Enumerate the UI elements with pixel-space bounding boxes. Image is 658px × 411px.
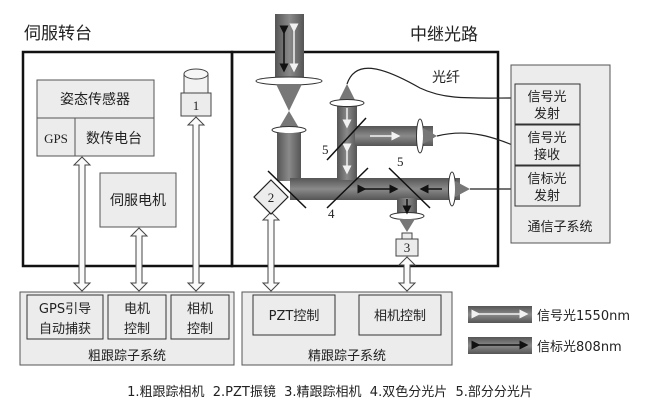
coarse-item-3-line1: 相机 [187, 302, 213, 317]
coarse-subsystem-title: 粗跟踪子系统 [88, 349, 166, 364]
comm-item-3-line1: 信标光 [527, 172, 566, 187]
legend: 信号光1550nm 信标光808nm [468, 306, 630, 355]
fine-item-1: PZT控制 [269, 309, 320, 324]
servo-turntable-title: 伺服转台 [24, 24, 92, 44]
pzt-link-arrow [261, 211, 281, 292]
relay-optics-frame [230, 50, 500, 268]
partial-splitter-lower [388, 167, 431, 209]
comm-item-3-line2: 发射 [534, 188, 560, 204]
optical-path: 2 5 4 5 光纤 3 [253, 14, 516, 257]
data-radio-label: 数传电台 [86, 131, 142, 147]
fine-subsystem-title: 精跟踪子系统 [308, 349, 386, 364]
dichroic-splitter [326, 167, 369, 209]
gps-link-arrow [72, 156, 92, 292]
fiber-tx [346, 67, 516, 99]
fine-item-2: 相机控制 [374, 309, 426, 324]
servo-motor-block: 伺服电机 [99, 172, 177, 228]
comm-subsystem-title: 通信子系统 [527, 220, 592, 235]
fine-tracking-subsystem: PZT控制 相机控制 精跟踪子系统 [241, 291, 453, 366]
comm-item-1-line2: 发射 [534, 106, 560, 122]
attitude-sensor-label: 姿态传感器 [60, 91, 130, 108]
telescope-lens-1 [255, 76, 323, 86]
fiber-rx [436, 132, 516, 147]
comm-subsystem: 信号光 发射 信号光 接收 信标光 发射 通信子系统 [510, 64, 611, 244]
coarse-item-3-line2: 控制 [187, 322, 213, 337]
servo-connection-arrows [72, 116, 417, 292]
splitter-upper-number: 5 [322, 142, 329, 157]
comm-item-2-line2: 接收 [534, 147, 560, 163]
splitter-lower-number: 5 [397, 154, 404, 169]
comm-item-2-line1: 信号光 [527, 131, 566, 146]
camera-link-arrow [186, 116, 206, 292]
coarse-item-1-line2: 自动捕获 [39, 321, 91, 337]
coarse-camera-icon: 1 [180, 68, 212, 117]
motor-link-arrow [129, 227, 149, 292]
coarse-item-2-line2: 控制 [124, 322, 150, 337]
coarse-item-2-line1: 电机 [124, 302, 150, 317]
fine-camera-link-arrow [397, 256, 417, 292]
figure-caption: 1.粗跟踪相机 2.PZT振镜 3.精跟踪相机 4.双色分光片 5.部分分光片 [127, 384, 533, 400]
coarse-tracking-subsystem: GPS引导 自动捕获 电机 控制 相机 控制 粗跟踪子系统 [19, 291, 235, 366]
legend-signal-label: 信号光1550nm [537, 309, 630, 324]
fine-camera-number: 3 [404, 240, 411, 255]
coarse-item-1-line1: GPS引导 [39, 302, 91, 317]
gps-label: GPS [44, 131, 68, 146]
legend-beacon-label: 信标光808nm [537, 340, 622, 355]
attitude-sensor-block: 姿态传感器 GPS 数传电台 [36, 79, 155, 157]
dichroic-number: 4 [328, 206, 335, 221]
pzt-mirror [253, 179, 289, 215]
telescope-lens-2 [271, 126, 307, 134]
servo-motor-label: 伺服电机 [110, 193, 166, 209]
fine-camera [395, 238, 419, 257]
coarse-camera-number: 1 [193, 98, 200, 113]
partial-splitter-upper [326, 117, 367, 161]
relay-optics-title: 中继光路 [410, 25, 478, 45]
comm-item-1-line1: 信号光 [527, 90, 566, 105]
fiber-label: 光纤 [432, 70, 460, 86]
pzt-mirror-number: 2 [268, 190, 275, 205]
